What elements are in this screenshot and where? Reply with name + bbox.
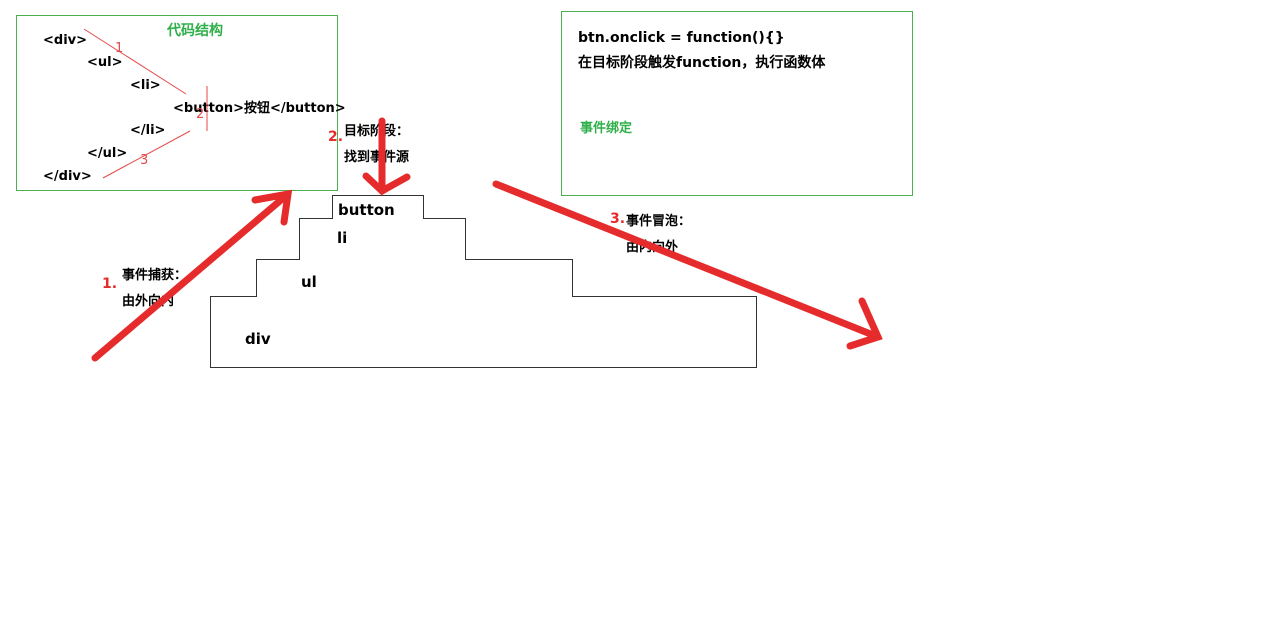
target-phase-desc: 找到事件源 (344, 150, 410, 165)
code-line-button: <button>按钮</button> (173, 101, 346, 116)
target-marker-2: 2 (196, 107, 205, 122)
bubble-marker-3: 3 (140, 153, 149, 168)
code-line-ul-open: <ul> (87, 55, 123, 70)
event-binding-panel (561, 11, 913, 196)
bubble-phase-desc: 由内向外 (626, 240, 679, 255)
target-phase-title: 目标阶段： (344, 124, 410, 139)
onclick-code: btn.onclick = function(){} (578, 30, 785, 46)
ul-box-label: ul (301, 273, 317, 291)
bubble-phase-number: 3. (610, 211, 626, 227)
code-line-div-open: <div> (43, 33, 88, 48)
code-line-li-open: <li> (130, 78, 161, 93)
code-line-div-close: </div> (43, 169, 92, 184)
bubble-phase-title: 事件冒泡： (626, 214, 692, 229)
target-phase-number: 2. (328, 129, 344, 145)
li-box (299, 218, 466, 260)
capture-phase-number: 1. (102, 276, 118, 292)
event-binding-label: 事件绑定 (580, 121, 633, 136)
div-box-label: div (245, 330, 271, 348)
capture-marker-1: 1 (115, 41, 124, 56)
button-box (332, 195, 424, 219)
capture-phase-desc: 由外向内 (122, 294, 175, 309)
li-box-label: li (337, 229, 348, 247)
code-line-li-close: </li> (130, 123, 166, 138)
button-box-label: button (338, 201, 395, 219)
code-line-ul-close: </ul> (87, 146, 128, 161)
target-phase-note: 在目标阶段触发function，执行函数体 (578, 55, 826, 71)
code-structure-title: 代码结构 (167, 23, 223, 39)
div-box (210, 296, 757, 368)
capture-phase-title: 事件捕获： (122, 268, 188, 283)
